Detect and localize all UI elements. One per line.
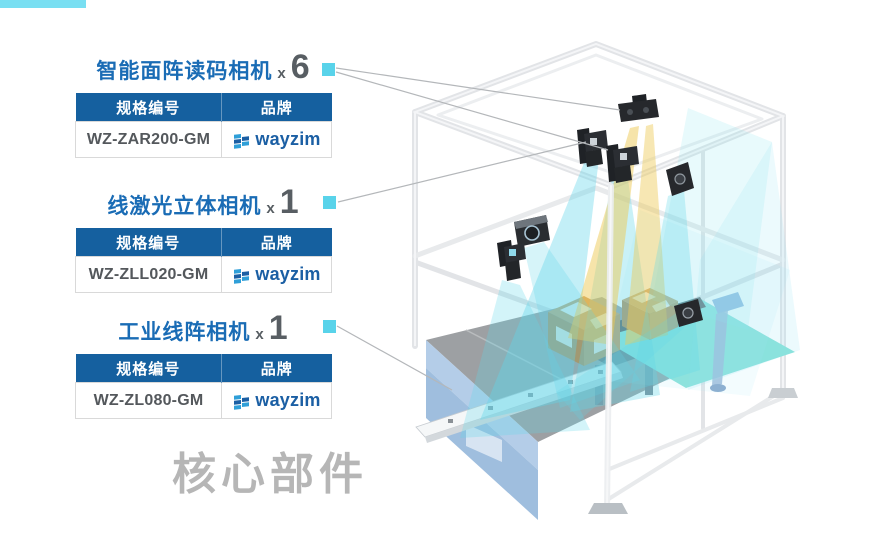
wayzim-logo-icon (234, 394, 250, 410)
area-scan-camera-bracket-a (577, 128, 608, 167)
wayzim-logo-icon (234, 133, 250, 149)
callout-marker-1 (322, 63, 335, 76)
model-number: WZ-ZLL020-GM (88, 265, 209, 283)
area-scan-camera-bracket-c (497, 240, 526, 281)
product-title: 智能面阵读码相机 (96, 60, 273, 83)
cyan-cone (480, 158, 599, 420)
camera-mount-arm (712, 292, 744, 314)
area-scan-camera-bracket-b (606, 144, 639, 183)
product-count: 1 (268, 309, 288, 347)
brand-name: wayzim (255, 264, 321, 284)
brand-cell: wayzim (222, 129, 331, 150)
cameras (497, 94, 703, 327)
area-scan-camera-right-rail (674, 299, 703, 327)
callout-marker-2 (323, 196, 336, 209)
leader-lines (335, 67, 621, 391)
product-title-row: 工业线阵相机 x 1 (75, 311, 331, 351)
product-title-row: 线激光立体相机 x 1 (75, 185, 331, 225)
model-number: WZ-ZAR200-GM (86, 130, 211, 148)
product-block-area-scan: 智能面阵读码相机 x 6 规格编号 品牌 WZ-ZAR200-GM (75, 50, 332, 158)
times-label: x (266, 200, 275, 217)
skirt-notch (466, 424, 502, 462)
parcel-box-small (622, 288, 678, 340)
times-label: x (255, 326, 264, 343)
times-label: x (277, 65, 286, 82)
post-foot (768, 388, 798, 398)
spec-header: 规格编号 (75, 228, 222, 257)
brand-name: wayzim (255, 390, 321, 410)
spec-table: 规格编号 品牌 WZ-ZAR200-GM (75, 93, 332, 158)
spec-header: 规格编号 (75, 354, 222, 383)
crossbar-shadow (425, 372, 623, 443)
product-count: 1 (279, 183, 299, 221)
spec-table: 规格编号 品牌 WZ-ZLL020-GM (75, 228, 332, 293)
product-title: 线激光立体相机 (107, 195, 262, 218)
brand-header: 品牌 (221, 228, 332, 257)
stereo-camera (514, 215, 550, 247)
wayzim-logo-icon (234, 268, 250, 284)
cyan-cone (460, 280, 590, 438)
camera-light-cones (460, 108, 800, 438)
mount-arm-foot (710, 384, 726, 392)
callout-markers (322, 63, 336, 333)
product-title-row: 智能面阵读码相机 x 6 (75, 50, 331, 90)
spec-table: 规格编号 品牌 WZ-ZL080-GM (75, 354, 332, 419)
cyan-cone (556, 312, 684, 420)
spec-header: 规格编号 (75, 93, 222, 122)
area-scan-camera-top (618, 94, 659, 122)
brand-cell: wayzim (222, 264, 331, 285)
brand-header: 品牌 (221, 93, 332, 122)
callout-marker-3 (323, 320, 336, 333)
product-count: 6 (290, 48, 310, 86)
frame-front-post (588, 183, 798, 514)
brand-name: wayzim (255, 129, 321, 149)
top-accent-bar (0, 0, 86, 8)
product-block-line-scan: 工业线阵相机 x 1 规格编号 品牌 WZ-ZL080-GM (75, 311, 332, 419)
product-title: 工业线阵相机 (118, 321, 251, 344)
brand-header: 品牌 (221, 354, 332, 383)
crossbar-ticks (448, 370, 603, 423)
area-scan-camera-side-right (666, 162, 694, 196)
mount-arm-leg (712, 310, 728, 386)
product-callouts: 智能面阵读码相机 x 6 规格编号 品牌 WZ-ZAR200-GM (0, 0, 360, 544)
product-block-line-laser: 线激光立体相机 x 1 规格编号 品牌 WZ-ZLL020-GM (75, 185, 332, 293)
yellow-cone (625, 124, 668, 345)
post-foot (588, 503, 628, 514)
brand-cell: wayzim (222, 390, 331, 411)
core-components-label: 核心部件 (172, 450, 368, 499)
model-number: WZ-ZL080-GM (93, 391, 204, 409)
cyan-cone (630, 190, 700, 392)
